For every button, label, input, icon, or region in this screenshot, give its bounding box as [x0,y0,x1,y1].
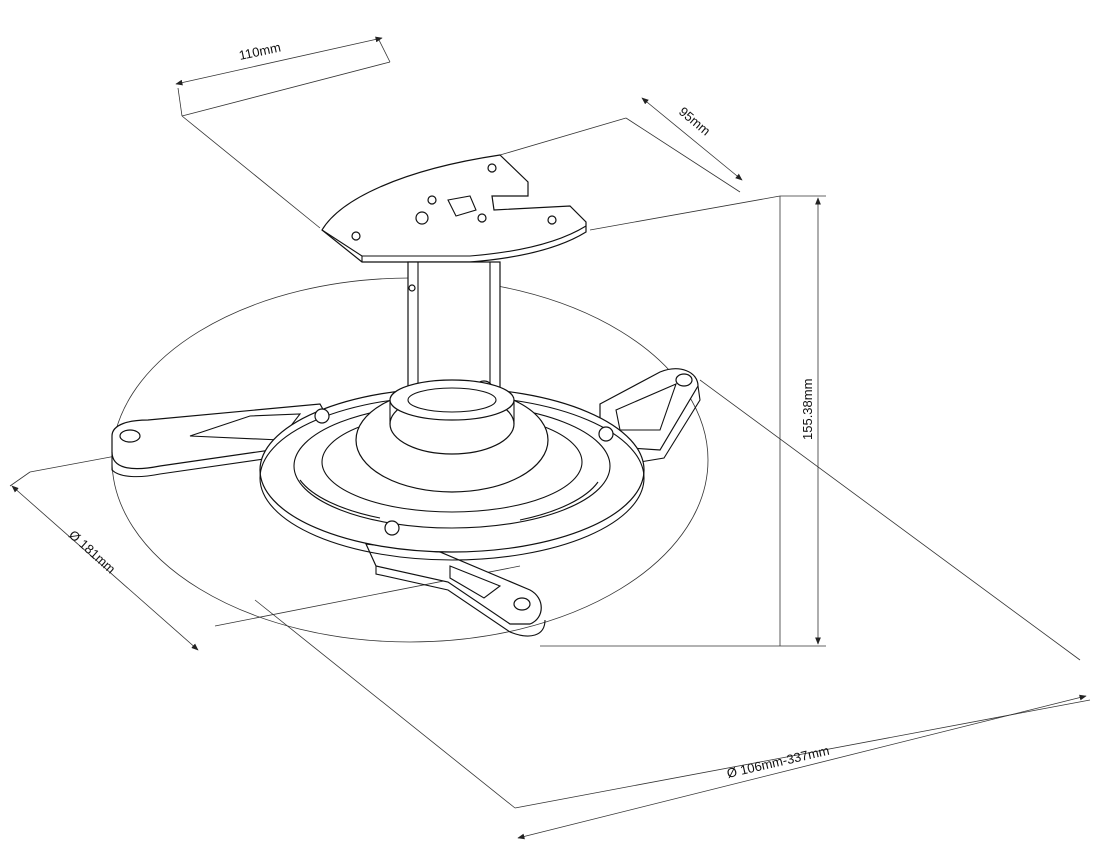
arm-foot-hole [119,429,141,443]
plate-width-dimension-line [175,36,383,86]
arm-span-dimension-line [517,694,1087,840]
mount-hole [415,211,429,225]
plate-depth-label: 95mm [676,104,713,139]
arm-foot-hole [513,597,531,611]
mount-hole [351,231,361,241]
base-diameter-label: Ø 181mm [66,527,118,576]
ceiling-plate [321,154,587,263]
base-bolt-icon [384,520,400,536]
right-arm [599,368,701,463]
mount-hole [427,195,437,205]
base-plate [259,379,645,561]
plate-depth-dimension-line [641,97,743,181]
height-label: 155.38mm [800,379,815,440]
base-bolt-icon [598,426,614,442]
arm-span-label: Ø 106mm-337mm [725,743,830,781]
column-hole [408,284,416,292]
mount-hole [547,215,557,225]
mount-hole [477,213,487,223]
mount-hole [487,163,497,173]
arm-foot-hole [675,373,693,387]
front-arm [365,543,546,637]
base-bolt-icon [314,408,330,424]
dimension-arrows [11,36,1087,840]
left-arm [111,403,341,478]
plate-width-label: 110mm [238,39,283,62]
base-diameter-dimension-line [11,485,199,651]
